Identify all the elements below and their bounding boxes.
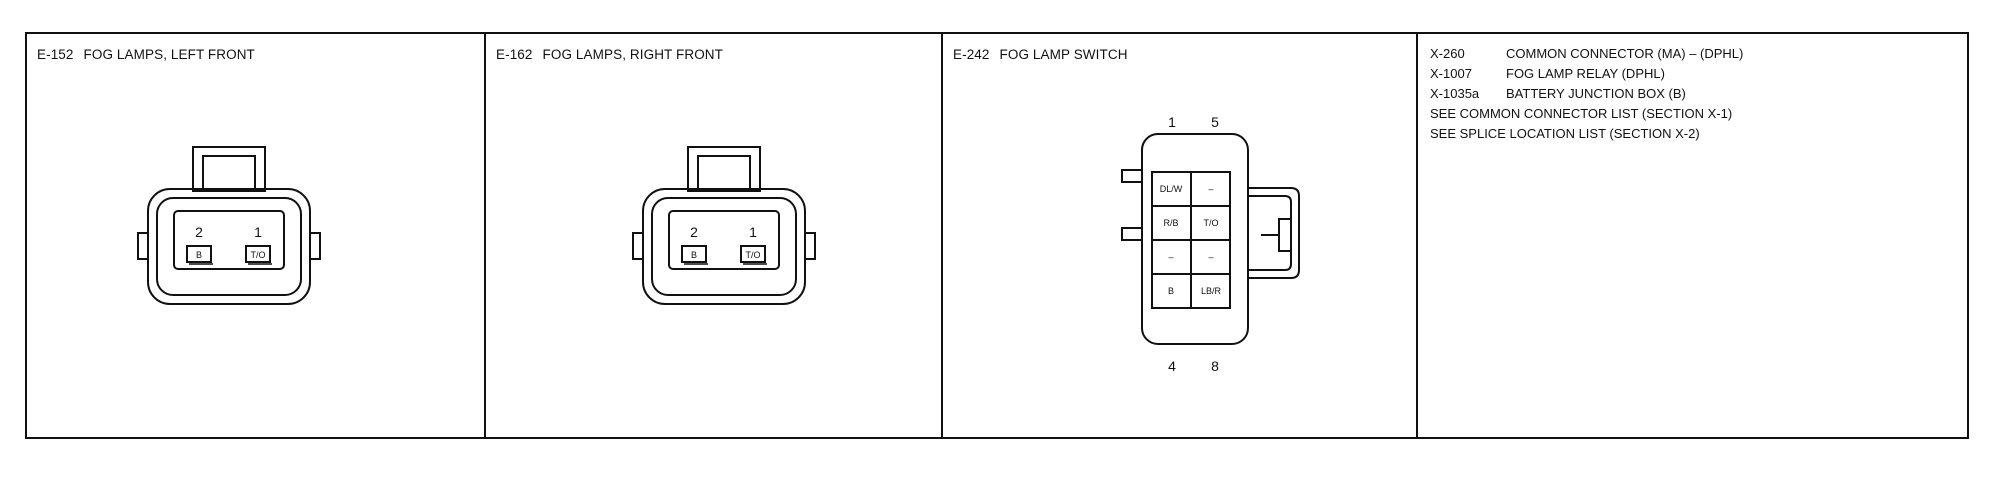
pin-number-1: 1 (749, 224, 757, 240)
connector-e162-diagram: 2 1 B T/O (632, 146, 816, 305)
connector-code: E-152 (37, 47, 74, 62)
cavity-box-1 (245, 245, 271, 263)
cavity-r3-right: – (1208, 252, 1213, 262)
cavity-r1-right: – (1208, 184, 1213, 194)
lock-tab-inner (1248, 195, 1292, 271)
cavity-r2-left: R/B (1163, 218, 1178, 228)
pin-number-8: 8 (1211, 358, 1219, 374)
connector-name: FOG LAMP SWITCH (999, 47, 1128, 62)
cavity-r4-right: LB/R (1201, 286, 1222, 296)
legend: X-260 COMMON CONNECTOR (MA) – (DPHL) X-10… (1430, 44, 1743, 144)
clip-left-lower (1121, 227, 1143, 241)
pin-number-2: 2 (690, 224, 698, 240)
legend-entry: X-1035a BATTERY JUNCTION BOX (B) (1430, 84, 1743, 104)
cavity-box-2 (681, 245, 707, 263)
cavity-r3-left: – (1168, 252, 1173, 262)
cavity-color-1: T/O (251, 250, 266, 260)
panel-e242: E-242 FOG LAMP SWITCH 1 5 4 8 DL/W (941, 34, 1416, 437)
cavity-color-2: B (196, 250, 202, 260)
side-tab-right (804, 232, 816, 260)
housing-outer (147, 188, 311, 305)
legend-text: FOG LAMP RELAY (DPHL) (1506, 66, 1665, 81)
connector-sheet: E-152 FOG LAMPS, LEFT FRONT 2 1 B T/O (25, 32, 1969, 439)
legend-entry: X-1007 FOG LAMP RELAY (DPHL) (1430, 64, 1743, 84)
connector-name: FOG LAMPS, LEFT FRONT (83, 47, 255, 62)
cavity-color-2: B (691, 250, 697, 260)
side-tab-left (632, 232, 644, 260)
lock-button (1278, 218, 1292, 252)
pin-number-4: 4 (1168, 358, 1176, 374)
pin-number-1: 1 (254, 224, 262, 240)
pin-number-5: 5 (1211, 114, 1219, 130)
terminal-window (173, 210, 285, 270)
connector-e152-diagram: 2 1 B T/O (137, 146, 321, 305)
legend-code: X-260 (1430, 46, 1465, 61)
cavity-box-2 (186, 245, 212, 263)
legend-entry: X-260 COMMON CONNECTOR (MA) – (DPHL) (1430, 44, 1743, 64)
housing-inner (651, 197, 797, 296)
panel-e152: E-152 FOG LAMPS, LEFT FRONT 2 1 B T/O (27, 34, 484, 437)
connector-name: FOG LAMPS, RIGHT FRONT (542, 47, 723, 62)
legend-text: BATTERY JUNCTION BOX (B) (1506, 86, 1686, 101)
pin-number-1: 1 (1168, 114, 1176, 130)
legend-code: X-1007 (1430, 66, 1472, 81)
housing-outer (642, 188, 806, 305)
panel-title: E-152 FOG LAMPS, LEFT FRONT (37, 47, 255, 62)
cavity-r2-right: T/O (1204, 218, 1219, 228)
lock-tab-outer (1248, 187, 1300, 279)
housing-inner (156, 197, 302, 296)
connector-code: E-242 (953, 47, 990, 62)
clip-left-upper (1121, 169, 1143, 183)
cavity-color-1: T/O (746, 250, 761, 260)
cavity-r4-left: B (1168, 286, 1174, 296)
legend-code: X-1035a (1430, 86, 1480, 101)
terminal-window (668, 210, 780, 270)
panel-title: E-162 FOG LAMPS, RIGHT FRONT (496, 47, 723, 62)
side-tab-left (137, 232, 149, 260)
legend-text: COMMON CONNECTOR (MA) – (DPHL) (1506, 46, 1744, 61)
legend-note: SEE COMMON CONNECTOR LIST (SECTION X-1) (1430, 106, 1733, 121)
latch-inner (202, 155, 256, 191)
latch-inner (697, 155, 751, 191)
pin-number-2: 2 (195, 224, 203, 240)
connector-code: E-162 (496, 47, 533, 62)
panel-legend: X-260 COMMON CONNECTOR (MA) – (DPHL) X-10… (1416, 34, 1967, 437)
panel-title: E-242 FOG LAMP SWITCH (953, 47, 1128, 62)
connector-e242-diagram: 1 5 4 8 DL/W – R/B T/O – – B LB/R (1121, 114, 1300, 374)
panel-e162: E-162 FOG LAMPS, RIGHT FRONT 2 1 B T/O (484, 34, 941, 437)
cavity-box-1 (740, 245, 766, 263)
legend-note: SEE SPLICE LOCATION LIST (SECTION X-2) (1430, 126, 1700, 141)
cavity-r1-left: DL/W (1160, 184, 1183, 194)
side-tab-right (309, 232, 321, 260)
